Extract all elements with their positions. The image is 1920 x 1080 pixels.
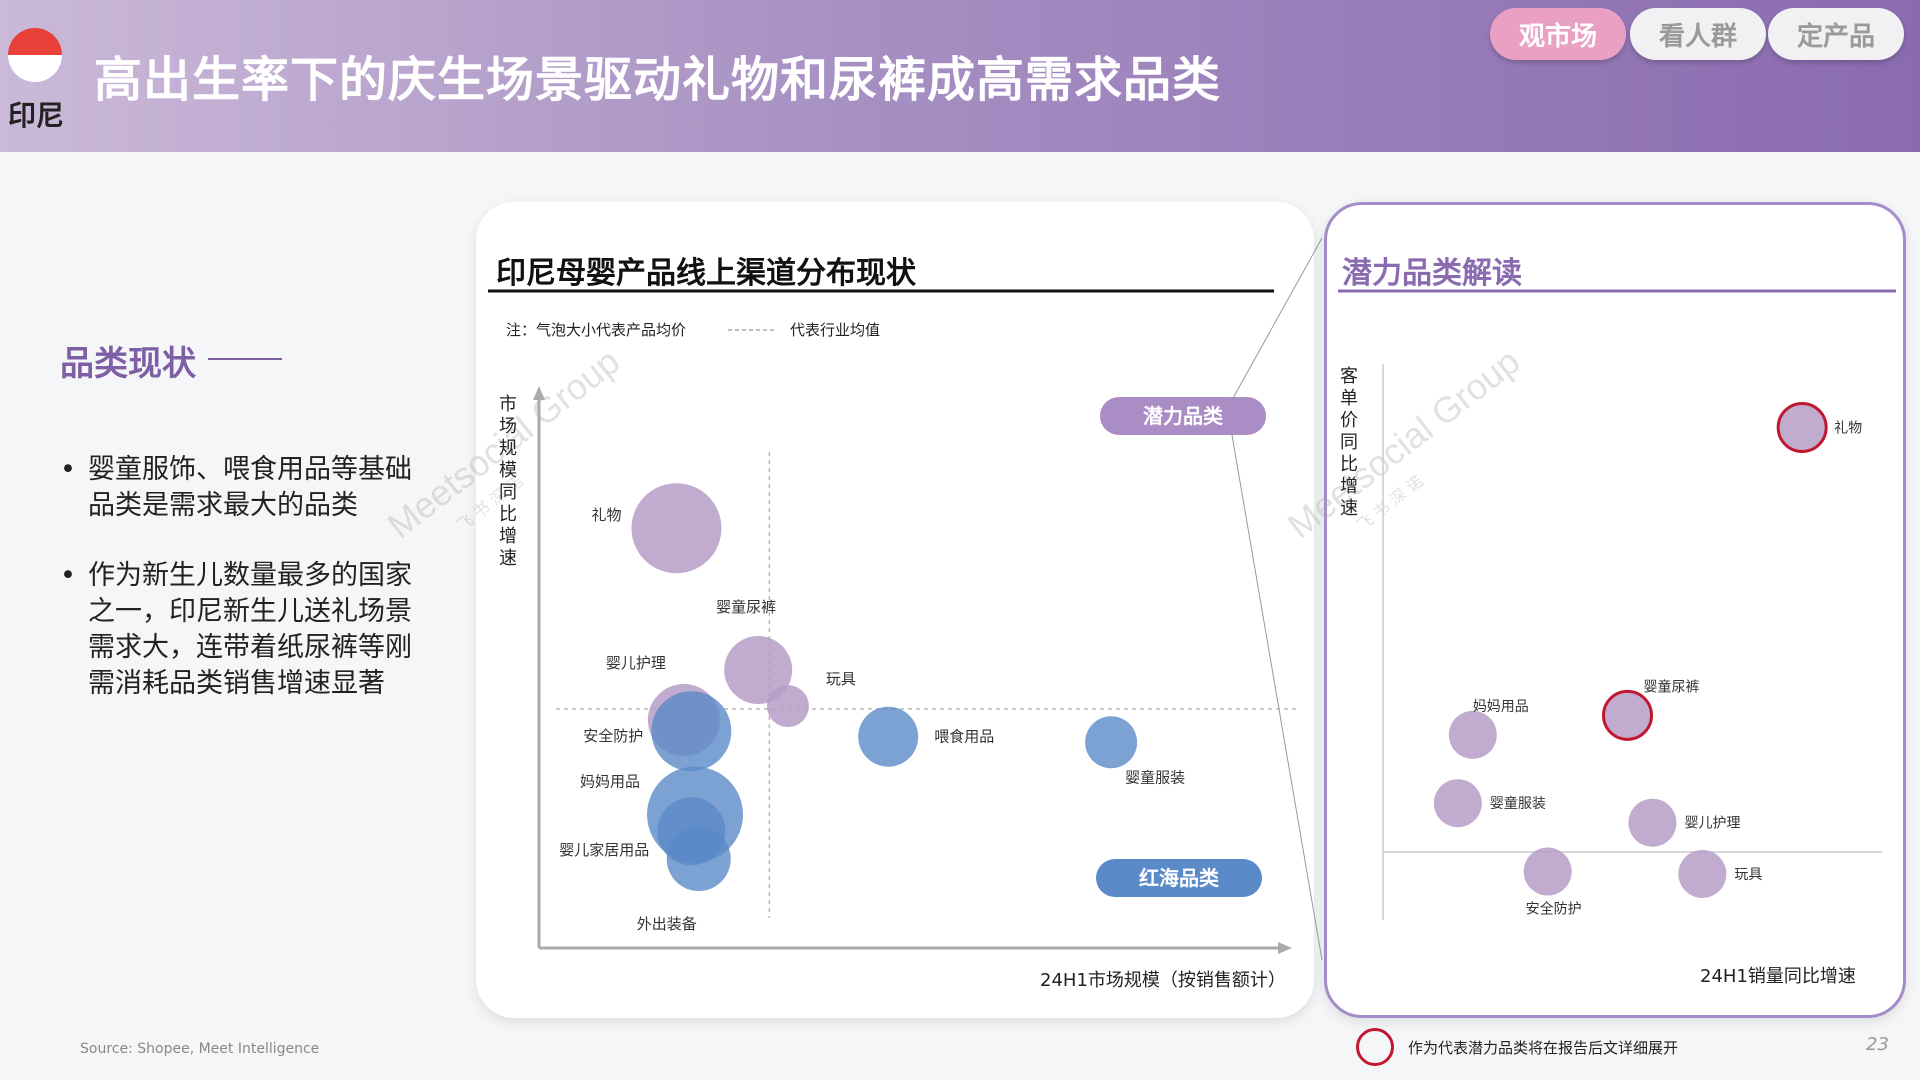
- axis-label-char: 比: [1340, 454, 1358, 475]
- nav-tab-market[interactable]: 观市场: [1490, 8, 1626, 60]
- axis-label-char: 同: [499, 482, 517, 503]
- bubble-label: 婴儿护理: [606, 654, 666, 672]
- bubble-point: [766, 685, 809, 728]
- axis-label-char: 价: [1340, 410, 1358, 431]
- bubble-point: [666, 827, 731, 892]
- bubble-label: 外出装备: [637, 915, 697, 933]
- scatter-point: [1628, 798, 1677, 847]
- scatter-point: [1448, 710, 1497, 759]
- chart-note: 注：气泡大小代表产品均价: [506, 321, 686, 339]
- bubble-point: [858, 706, 919, 767]
- right-x-axis-label: 24H1销量同比增速: [1700, 966, 1856, 987]
- avg-line-legend-label: 代表行业均值: [790, 321, 880, 339]
- connector-line-top: [1231, 237, 1323, 401]
- axis-label-char: 增: [1340, 476, 1358, 497]
- scatter-label: 礼物: [1834, 420, 1862, 436]
- redsea-badge-label: 红海品类: [1139, 866, 1219, 890]
- axis-label-char: 同: [1340, 432, 1358, 453]
- highlighted-point: [1602, 689, 1654, 741]
- bubble-label: 妈妈用品: [580, 773, 640, 791]
- main-y-axis-arrow: [533, 386, 545, 400]
- axis-label-char: 速: [499, 548, 517, 569]
- main-x-axis-label: 24H1市场规模（按销售额计）: [1040, 970, 1286, 991]
- bubble-label: 喂食用品: [934, 728, 994, 746]
- nav-tab-product[interactable]: 定产品: [1768, 8, 1904, 60]
- axis-label-char: 比: [499, 504, 517, 525]
- scatter-label: 婴童尿裤: [1644, 678, 1700, 695]
- country-label: 印尼: [8, 99, 65, 132]
- bubble-label: 安全防护: [583, 727, 643, 745]
- watermark-right: Meetsocial Group 飞 书 深 诺: [1280, 340, 1528, 546]
- potential-card: [1324, 202, 1906, 1018]
- scatter-point: [1523, 847, 1572, 896]
- scatter-label: 婴儿护理: [1684, 816, 1740, 832]
- redsea-badge: 红海品类: [1096, 859, 1262, 897]
- main-card-title: 印尼母婴产品线上渠道分布现状: [496, 256, 916, 291]
- scatter-point: [1678, 849, 1727, 898]
- bubble-label: 玩具: [826, 670, 856, 688]
- highlight-legend-text: 作为代表潜力品类将在报告后文详细展开: [1408, 1039, 1679, 1057]
- main-x-axis-arrow: [1278, 942, 1292, 954]
- source-note: Source: Shopee, Meet Intelligence: [80, 1041, 320, 1057]
- scatter-label: 玩具: [1734, 867, 1762, 883]
- bubble-label: 婴童尿裤: [716, 598, 776, 616]
- bubble-label: 婴儿家居用品: [559, 841, 649, 859]
- scatter-label: 妈妈用品: [1473, 699, 1529, 715]
- bullet-list: 婴童服饰、喂食用品等基础品类是需求最大的品类 作为新生儿数量最多的国家之一，印尼…: [60, 452, 420, 736]
- header-bar: 印尼 高出生率下的庆生场景驱动礼物和尿裤成高需求品类 观市场 看人群 定产品: [0, 0, 1920, 152]
- bubble-point: [724, 636, 793, 704]
- indonesia-flag-icon: [8, 28, 62, 82]
- bullet-item: 作为新生儿数量最多的国家之一，印尼新生儿送礼场景需求大，连带着纸尿裤等刚需消耗品…: [60, 558, 420, 702]
- scatter-point: [1433, 779, 1482, 828]
- axis-label-char: 场: [499, 416, 517, 437]
- axis-label-char: 市: [499, 394, 517, 415]
- axis-label-char: 模: [499, 460, 517, 481]
- scatter-label: 婴童服装: [1490, 795, 1546, 812]
- axis-label-char: 增: [499, 526, 517, 547]
- bubble-point: [1085, 716, 1138, 769]
- page-title: 高出生率下的庆生场景驱动礼物和尿裤成高需求品类: [94, 52, 1222, 108]
- page-number: 23: [1866, 1034, 1889, 1055]
- connector-line-bottom: [1231, 434, 1323, 961]
- axis-label-char: 规: [499, 438, 517, 459]
- bubble-label: 礼物: [591, 506, 621, 524]
- left-section-heading: 品类现状: [60, 344, 196, 384]
- bubble-point: [651, 691, 732, 772]
- potential-badge-label: 潜力品类: [1143, 404, 1223, 428]
- bubble-point: [631, 483, 722, 574]
- right-card-title: 潜力品类解读: [1342, 256, 1522, 291]
- watermark-text: Meetsocial Group: [1280, 340, 1528, 546]
- nav-tab-people[interactable]: 看人群: [1630, 8, 1766, 60]
- axis-label-char: 客: [1340, 366, 1358, 387]
- axis-label-char: 单: [1340, 388, 1358, 409]
- bullet-item: 婴童服饰、喂食用品等基础品类是需求最大的品类: [60, 452, 420, 524]
- highlight-legend-icon: [1356, 1028, 1394, 1066]
- scatter-label: 安全防护: [1526, 901, 1582, 918]
- highlighted-point: [1776, 401, 1828, 453]
- potential-badge: 潜力品类: [1100, 397, 1266, 435]
- axis-label-char: 速: [1340, 498, 1358, 519]
- heading-divider: [208, 358, 282, 360]
- bubble-label: 婴童服装: [1125, 768, 1185, 786]
